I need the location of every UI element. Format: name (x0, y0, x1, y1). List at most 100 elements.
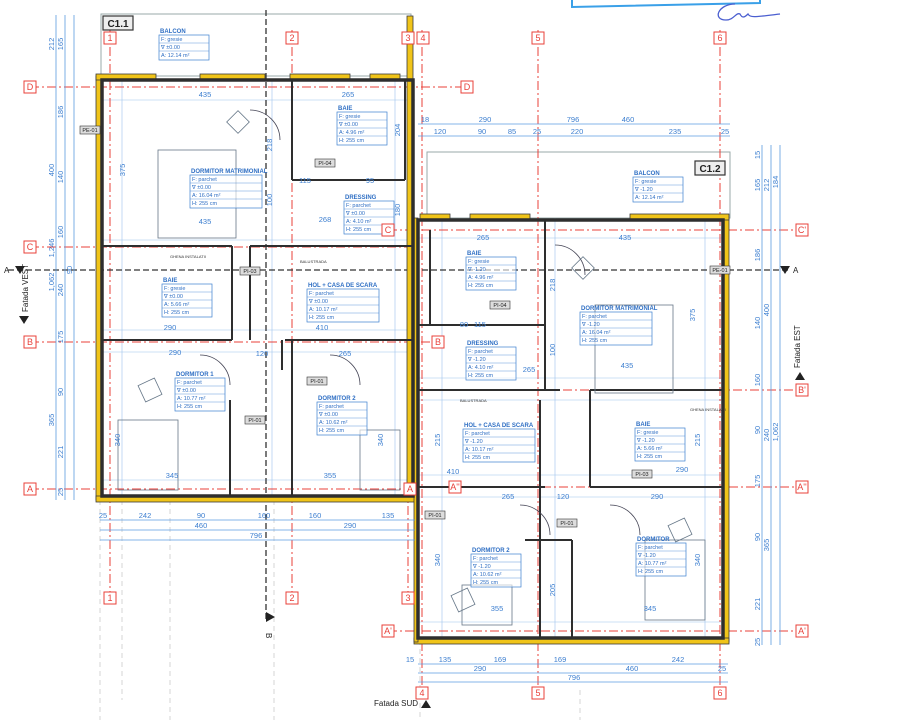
room-area: A: 10.62 m² (319, 420, 348, 426)
room-info-box (189, 174, 263, 209)
dimension-value: 340 (693, 554, 702, 567)
room-level: ∇ -1.20 (464, 438, 483, 445)
room-level: ∇ -1.20 (467, 356, 486, 363)
dimension-value: 18 (421, 115, 429, 124)
room-info-box (462, 428, 536, 463)
dimension-value: 435 (199, 90, 212, 99)
dimension-value: 15 (406, 655, 414, 664)
svg-text:1: 1 (107, 593, 112, 603)
dimension-value: 345 (166, 471, 179, 480)
section-label-a: A (793, 266, 799, 275)
dimension-value: 242 (672, 655, 685, 664)
room-label: DORMITOR 2F: parchet∇ ±0.00A: 10.62 m²H:… (316, 396, 368, 436)
dimension-value: 25 (718, 664, 726, 673)
svg-text:C: C (385, 225, 392, 235)
room-info-box (316, 401, 368, 436)
grid-label-5: 5 (531, 686, 545, 700)
room-height: H: 255 cm (473, 580, 498, 586)
grid-label-5: 5 (531, 31, 545, 45)
dimension-value: 169 (494, 655, 507, 664)
dimension-value: 90 (753, 533, 762, 541)
dimension-value: 25 (721, 127, 729, 136)
room-floor: F: parchet (582, 314, 607, 320)
svg-text:A'': A'' (450, 482, 460, 492)
room-area: A: 4.10 m² (346, 219, 372, 225)
exterior-wall-c12 (416, 218, 725, 640)
room-floor: F: parchet (346, 203, 371, 209)
dimension-value: 160 (258, 511, 271, 520)
room-floor: F: gresie (468, 259, 489, 265)
dimension-value: 120 (434, 127, 447, 136)
room-level: ∇ ±0.00 (345, 210, 365, 217)
dimension-value: 221 (753, 598, 762, 611)
dimension-value: 135 (382, 511, 395, 520)
dimension-value: 265 (523, 365, 536, 374)
dimension-value: 186 (56, 106, 65, 119)
dimension-value: 1,246 (47, 239, 56, 258)
room-floor: F: gresie (635, 179, 656, 185)
dimension-value: 90 (56, 388, 65, 396)
room-name: DORMITOR MATRIMONIAL (191, 169, 268, 175)
room-info-box (635, 542, 687, 577)
svg-text:C1.1: C1.1 (107, 19, 129, 30)
dimension-value: 165 (56, 38, 65, 51)
dimension-value: 345 (644, 604, 657, 613)
balcony-c12 (426, 151, 731, 219)
svg-text:B: B (27, 337, 33, 347)
dimension-value: 290 (651, 492, 664, 501)
section-b-arrow-icon (266, 612, 275, 622)
dimension-value: 268 (319, 215, 332, 224)
section-a-arrow-icon (15, 266, 25, 274)
svg-text:PI-01: PI-01 (560, 521, 573, 527)
dimension-value: 186 (753, 249, 762, 262)
room-name: BAIE (338, 106, 352, 112)
room-label: DORMITOR 1F: parchet∇ ±0.00A: 10.77 m²H:… (174, 372, 226, 412)
svg-text:4: 4 (419, 688, 424, 698)
room-level: ∇ ±0.00 (191, 184, 211, 191)
element-tag: PI-01 (244, 415, 266, 425)
room-area: A: 5.66 m² (637, 446, 663, 452)
dimension-value: 215 (693, 434, 702, 447)
exterior-wall-c11 (100, 78, 415, 498)
room-info-box (579, 311, 653, 346)
room-name: HOL + CASA DE SCARA (308, 283, 378, 289)
dimension-value: 184 (771, 176, 780, 189)
room-floor: F: gresie (339, 114, 360, 120)
room-name: BALCON (160, 29, 186, 35)
dimension-value: 265 (342, 90, 355, 99)
dimension-value: 204 (393, 124, 402, 137)
dimension-value: 218 (265, 139, 274, 152)
dimension-value: 242 (139, 511, 152, 520)
furniture-bed (359, 429, 401, 491)
dimension-value: 175 (753, 475, 762, 488)
dimension-value: 212 (762, 179, 771, 192)
room-level: ∇ ±0.00 (160, 44, 180, 51)
room-info-box (158, 34, 210, 61)
dimension-value: 410 (316, 323, 329, 332)
dimension-value: 25 (99, 511, 107, 520)
facade-east-arrow-icon (795, 372, 805, 380)
room-name: DORMITOR 1 (176, 372, 214, 378)
dimension-value: 120 (557, 492, 570, 501)
svg-text:2: 2 (289, 593, 294, 603)
room-area: A: 10.77 m² (177, 396, 206, 402)
dimension-value: 1,062 (47, 273, 56, 292)
dimension-value: 435 (199, 217, 212, 226)
svg-text:B': B' (798, 385, 806, 395)
room-height: H: 255 cm (319, 428, 344, 434)
room-name: BALCON (634, 171, 660, 177)
grid-label-Ap: A' (795, 624, 809, 638)
section-label-b: B (264, 633, 273, 638)
grid-label-D: D (460, 80, 474, 94)
dimension-value: 90 (197, 511, 205, 520)
dimension-value: 90 (753, 426, 762, 434)
element-tag: PI-03 (631, 469, 653, 479)
dimension-value: 460 (626, 664, 639, 673)
room-label: DORMITOR 2F: parchet∇ -1.20A: 10.62 m²H:… (470, 548, 522, 588)
room-height: H: 255 cm (468, 373, 493, 379)
dimension-value: 90 (478, 127, 486, 136)
